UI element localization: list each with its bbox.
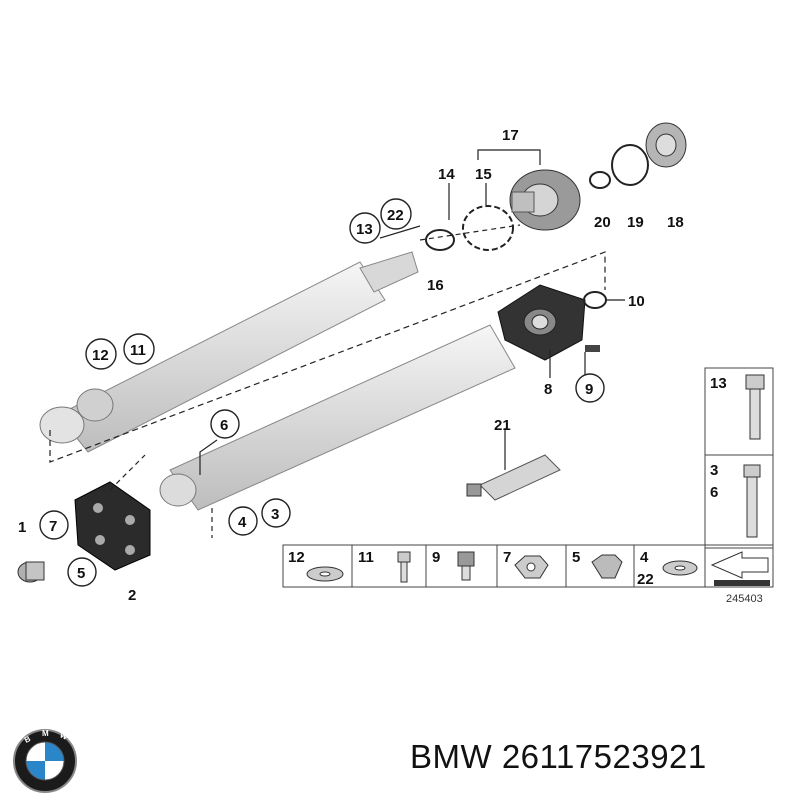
lower-propeller-shaft: [159, 324, 516, 511]
constant-velocity-joint: [509, 169, 581, 231]
brand-name: BMW: [410, 738, 493, 775]
star-clamp-ring: [462, 205, 514, 251]
callout-18: 18: [667, 214, 684, 231]
part-number: 26117523921: [501, 738, 707, 775]
direction-arrow-icon: [710, 551, 770, 586]
callout-22: 22: [387, 207, 404, 224]
callout-6: 6: [220, 417, 228, 434]
legend-cell-12: 12: [288, 549, 305, 566]
locking-plate: [585, 345, 600, 352]
callout-16: 16: [427, 277, 444, 294]
callout-13: 13: [356, 221, 373, 238]
svg-text:B: B: [23, 734, 32, 745]
callout-7: 7: [49, 518, 57, 535]
callout-20: 20: [594, 214, 611, 231]
callout-21: 21: [494, 417, 511, 434]
upper-propeller-shaft: [39, 251, 419, 453]
legend-cell-22: 22: [637, 571, 654, 588]
legend-cell-4: 4: [640, 549, 649, 566]
callout-12: 12: [92, 347, 109, 364]
legend-label-6: 6: [710, 484, 718, 501]
callout-5: 5: [77, 565, 85, 582]
callout-1: 1: [18, 519, 26, 536]
callout-14: 14: [438, 166, 455, 183]
flange-bolt-icon: [745, 374, 765, 440]
callout-19: 19: [627, 214, 644, 231]
guide-lines: [49, 149, 625, 538]
snap-ring: [425, 229, 455, 251]
svg-text:W: W: [58, 730, 69, 742]
hex-nut-icon: [514, 555, 549, 579]
lock-nut-icon: [591, 554, 623, 579]
centering-sleeve: [17, 561, 45, 583]
callout-11: 11: [130, 342, 146, 359]
flat-washer-icon: [662, 560, 698, 576]
flat-ring: [589, 171, 611, 189]
callout-9: 9: [585, 381, 593, 398]
flange-screw-icon: [457, 551, 475, 581]
grease-tube: [466, 454, 561, 501]
drawing-number: 245403: [726, 593, 763, 605]
cap-seal: [645, 122, 687, 168]
callout-15: 15: [475, 166, 492, 183]
circlip-ring: [583, 291, 607, 309]
small-bolt-icon: [397, 551, 411, 583]
fastener-legend-right: 13 3 6: [704, 367, 774, 549]
bmw-logo: B M W: [13, 729, 77, 793]
svg-text:M: M: [42, 729, 49, 738]
legend-cell-5: 5: [572, 549, 580, 566]
legend-cell-9: 9: [432, 549, 440, 566]
callout-3: 3: [271, 506, 279, 523]
callout-8: 8: [544, 381, 552, 398]
callouts: 1 2 3 4 5 6 7 8 9 10 11 12 13 14 15 16 1…: [18, 127, 684, 604]
callout-17: 17: [502, 127, 519, 144]
legend-label-3: 3: [710, 462, 718, 479]
legend-cell-11: 11: [358, 549, 374, 566]
part-caption: BMW 26117523921: [410, 738, 707, 776]
dust-cover-ring: [611, 144, 649, 186]
callout-10: 10: [628, 293, 645, 310]
callout-2: 2: [128, 587, 136, 604]
washer-icon: [306, 566, 344, 582]
legend-cell-7: 7: [503, 549, 511, 566]
fastener-legend-bottom: 12 11 9 7 5 4 22 245403: [282, 544, 774, 605]
flexible-disc-coupling: [74, 481, 151, 571]
center-bearing: [497, 284, 586, 361]
callout-4: 4: [238, 514, 247, 531]
legend-label-13: 13: [710, 375, 727, 392]
hex-bolt-icon: [743, 464, 761, 538]
